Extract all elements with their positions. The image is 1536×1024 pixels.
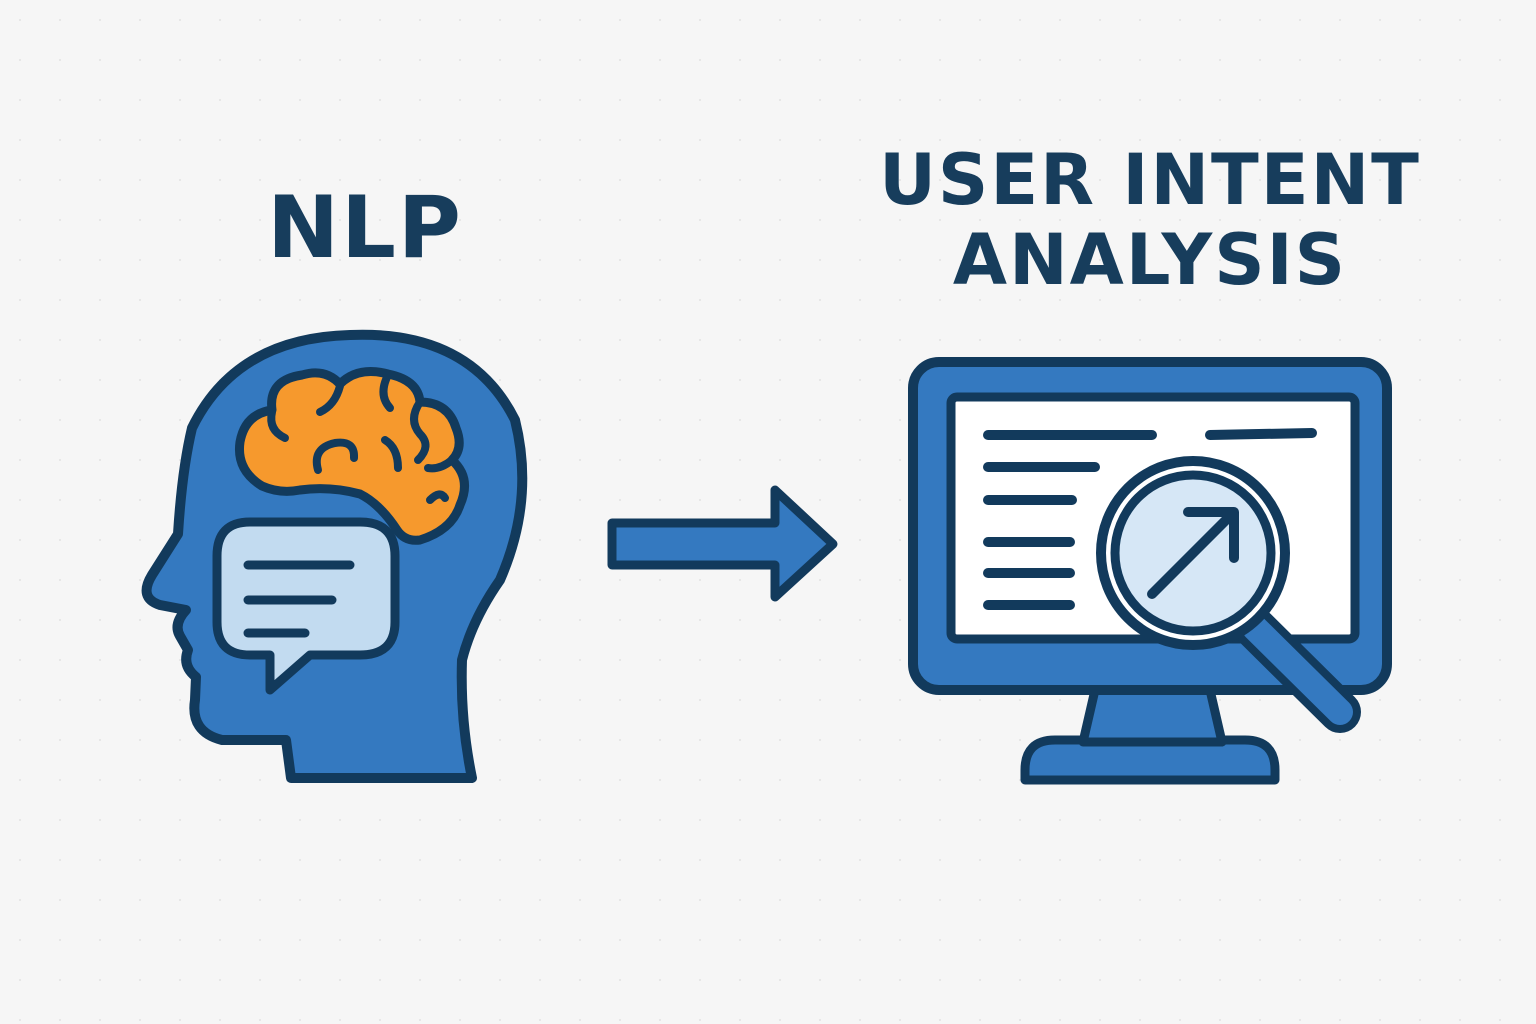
trend-arrow-icon [1147,507,1239,599]
screen-text-lines [983,428,1317,610]
nlp-title: NLP [267,178,463,278]
title-line-1: USER INTENT [879,139,1421,221]
speech-bubble-icon [212,517,400,695]
title-line-2: ANALYSIS [952,219,1348,301]
brain-icon [234,367,469,545]
user-intent-analysis-title: USER INTENT ANALYSIS [860,140,1440,300]
right-arrow-icon [607,485,838,602]
